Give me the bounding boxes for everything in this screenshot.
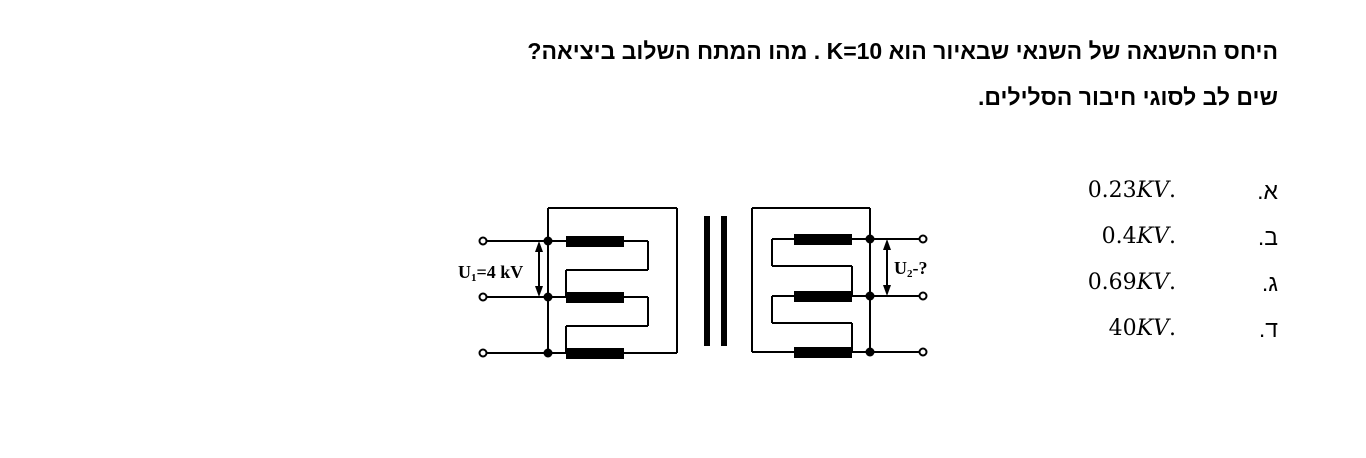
option-letter: ב. bbox=[1257, 224, 1278, 250]
option-letter: ד. bbox=[1258, 316, 1278, 342]
transformer-diagram: U1=4 kV U2-? bbox=[458, 207, 928, 359]
option-value: .0.4KV bbox=[1101, 224, 1176, 249]
winding-icons bbox=[566, 234, 852, 359]
question-line-2: שים לב לסוגי חיבור הסלילים. bbox=[978, 84, 1278, 110]
core-icon bbox=[704, 216, 727, 346]
question-line-1: היחס ההשנאה של השנאי שבאיור הוא K=10 . מ… bbox=[527, 38, 1278, 64]
secondary-wiring bbox=[751, 207, 922, 353]
option-value: .0.69KV bbox=[1087, 270, 1176, 295]
terminal-icons bbox=[478, 234, 928, 358]
option-letter: א. bbox=[1257, 178, 1278, 204]
u1-label: U1=4 kV bbox=[458, 262, 523, 284]
option-letter: ג. bbox=[1261, 270, 1278, 296]
option-value: .0.23KV bbox=[1087, 178, 1176, 203]
arrow-icons bbox=[535, 239, 891, 297]
option-value: .40KV bbox=[1108, 316, 1176, 341]
u2-label: U2-? bbox=[894, 258, 928, 280]
junction-icons bbox=[543, 234, 875, 358]
